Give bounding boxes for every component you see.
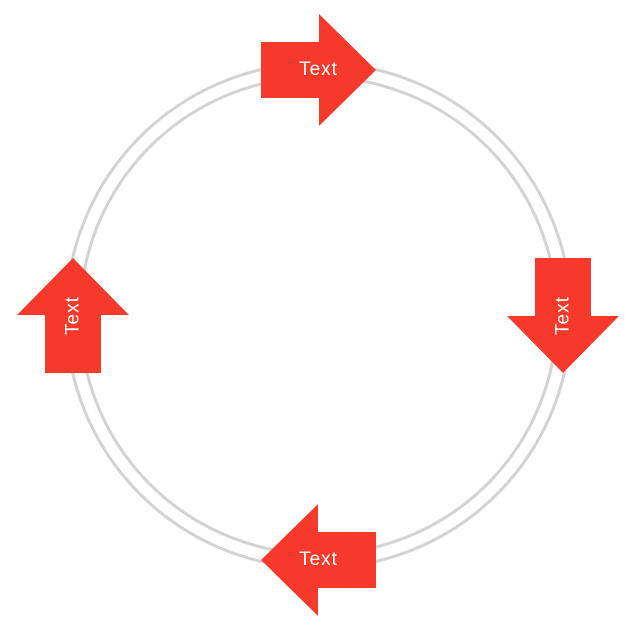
arrow-top[interactable]: Text [261, 14, 376, 126]
arrow-right-icon [261, 14, 376, 126]
arrow-left-icon [261, 504, 376, 616]
arrow-down-icon [507, 258, 619, 373]
arrow-right[interactable]: Text [507, 258, 619, 373]
cycle-ring-inner-circle [78, 75, 559, 556]
arrow-up-icon [17, 258, 129, 373]
cycle-ring-outer-circle [64, 61, 573, 570]
arrow-bottom[interactable]: Text [261, 504, 376, 616]
arrow-left[interactable]: Text [17, 258, 129, 373]
